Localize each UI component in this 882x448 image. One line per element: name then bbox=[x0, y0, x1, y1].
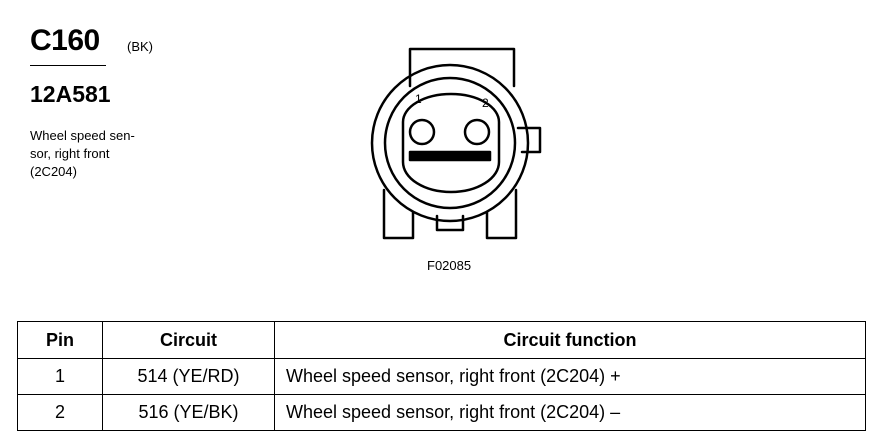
connector-bottom-post bbox=[435, 214, 465, 232]
pin-1-label: 1 bbox=[415, 92, 422, 106]
header-pin: Pin bbox=[17, 321, 103, 359]
circuit-function-cell: Wheel speed sensor, right front (2C204) … bbox=[274, 358, 866, 395]
connector-description: Wheel speed sen- sor, right front (2C204… bbox=[30, 127, 170, 181]
keyway-slot bbox=[408, 150, 492, 162]
pin-cell: 2 bbox=[17, 394, 103, 431]
header-circuit-function: Circuit function bbox=[274, 321, 866, 359]
pin-2-label: 2 bbox=[482, 96, 489, 110]
circuit-cell: 514 (YE/RD) bbox=[102, 358, 275, 395]
figure-id: F02085 bbox=[427, 258, 472, 273]
description-line: (2C204) bbox=[30, 164, 77, 179]
pin-2-cavity bbox=[463, 118, 491, 146]
description-line: Wheel speed sen- bbox=[30, 128, 135, 143]
circuit-function-cell: Wheel speed sensor, right front (2C204) … bbox=[274, 394, 866, 431]
connector-bottom-housing bbox=[382, 188, 518, 240]
table-row: 2 516 (YE/BK) Wheel speed sensor, right … bbox=[17, 394, 866, 431]
title-divider bbox=[30, 65, 106, 66]
connector-top-tab bbox=[408, 47, 516, 88]
circuit-cell: 516 (YE/BK) bbox=[102, 394, 275, 431]
header-circuit: Circuit bbox=[102, 321, 275, 359]
connector-inner-ring bbox=[383, 76, 517, 210]
part-number: 12A581 bbox=[30, 81, 111, 107]
connector-id: C160 bbox=[30, 24, 100, 57]
pin-1-cavity bbox=[408, 118, 436, 146]
connector-color-code: (BK) bbox=[127, 39, 153, 54]
connector-lock-tab bbox=[516, 126, 542, 154]
terminal-cavity-outline bbox=[401, 92, 501, 194]
connector-face-diagram: 1 2 bbox=[370, 47, 542, 240]
pin-cell: 1 bbox=[17, 358, 103, 395]
connector-outer-ring bbox=[370, 63, 530, 223]
pin-table: Pin Circuit Circuit function 1 514 (YE/R… bbox=[17, 321, 866, 431]
table-header-row: Pin Circuit Circuit function bbox=[17, 321, 866, 359]
table-row: 1 514 (YE/RD) Wheel speed sensor, right … bbox=[17, 358, 866, 395]
description-line: sor, right front bbox=[30, 146, 110, 161]
